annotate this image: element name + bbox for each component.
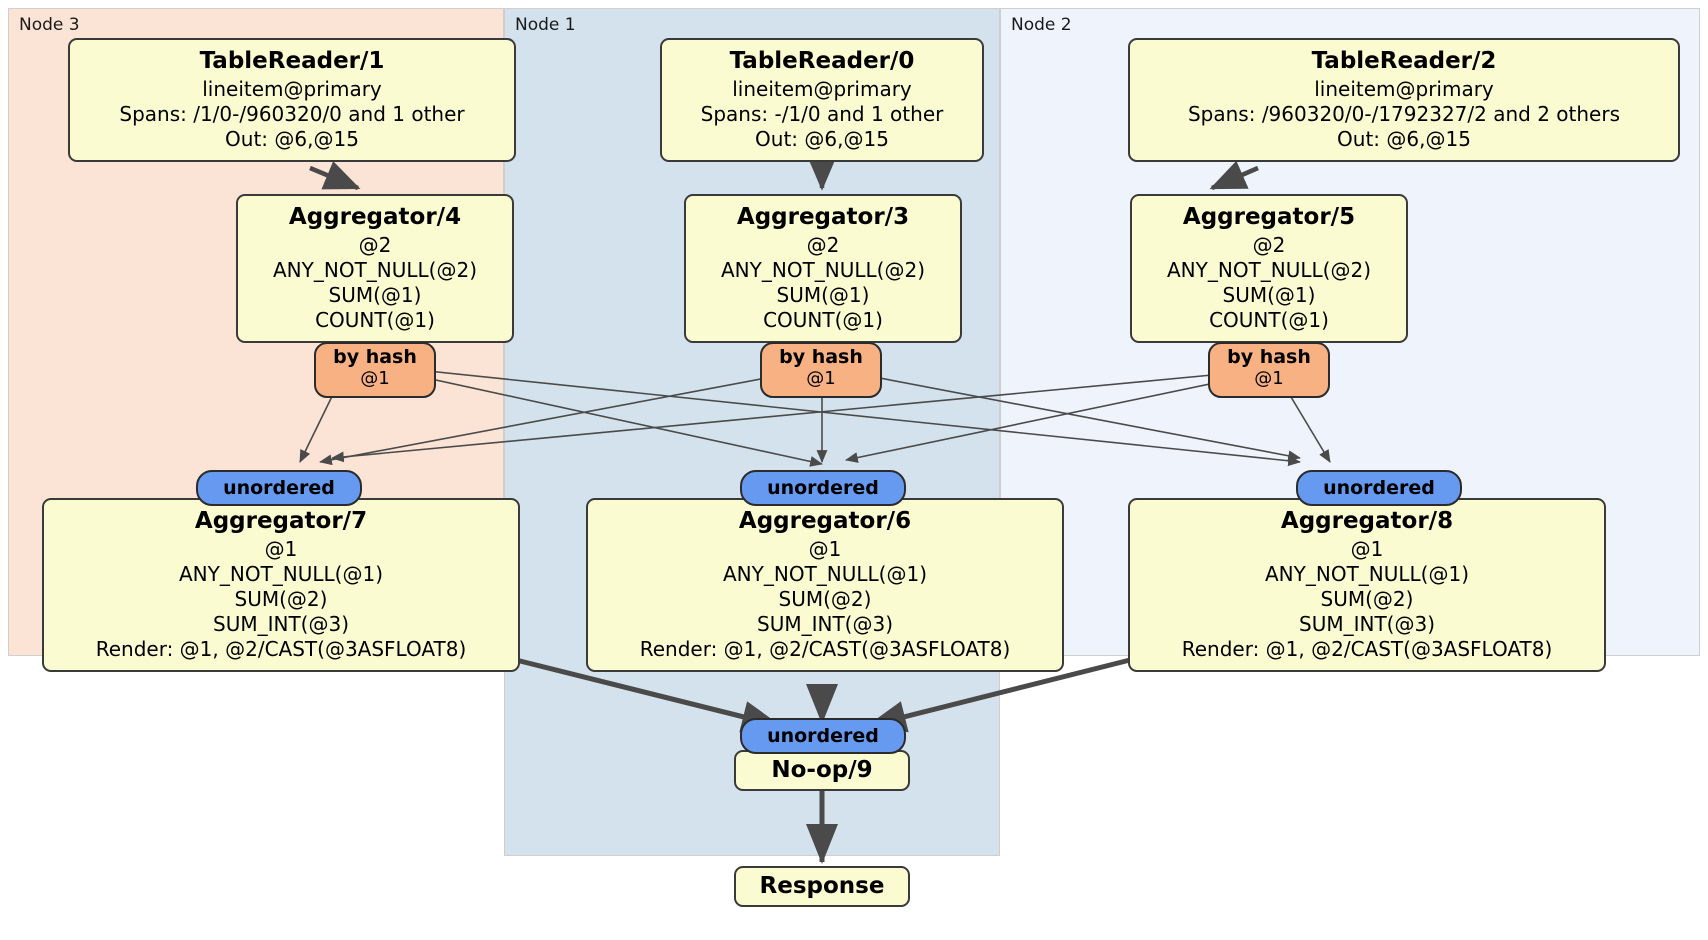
processor-aggregator-5[interactable]: Aggregator/5 @2 ANY_NOT_NULL(@2) SUM(@1)… (1130, 194, 1408, 343)
processor-line: Spans: /960320/0-/1792327/2 and 2 others (1187, 102, 1620, 126)
processor-line: @1 (808, 537, 842, 561)
processor-line: COUNT(@1) (1209, 308, 1329, 332)
processor-aggregator-4[interactable]: Aggregator/4 @2 ANY_NOT_NULL(@2) SUM(@1)… (236, 194, 514, 343)
processor-title: Aggregator/4 (288, 204, 462, 230)
processor-title: Aggregator/5 (1182, 204, 1356, 230)
processor-line: @2 (1252, 233, 1286, 257)
processor-aggregator-7[interactable]: Aggregator/7 @1 ANY_NOT_NULL(@1) SUM(@2)… (42, 498, 520, 672)
processor-line: SUM(@1) (328, 283, 422, 307)
processor-title: Response (759, 873, 885, 899)
node-panel-label-node3: Node 3 (19, 15, 80, 35)
router-badge-column: @1 (360, 368, 390, 389)
processor-line: @2 (358, 233, 392, 257)
processor-line: SUM(@1) (776, 283, 870, 307)
sync-badge-unordered-mid[interactable]: unordered (740, 470, 906, 506)
processor-line: ANY_NOT_NULL(@1) (723, 562, 927, 586)
processor-line: SUM_INT(@3) (213, 612, 349, 636)
router-badge-by-hash-mid[interactable]: by hash @1 (760, 342, 882, 398)
processor-noop-9[interactable]: No-op/9 (734, 750, 910, 791)
processor-title: No-op/9 (771, 757, 873, 783)
router-badge-column: @1 (806, 368, 836, 389)
processor-tablereader-2[interactable]: TableReader/2 lineitem@primary Spans: /9… (1128, 38, 1680, 162)
processor-aggregator-6[interactable]: Aggregator/6 @1 ANY_NOT_NULL(@1) SUM(@2)… (586, 498, 1064, 672)
processor-line: @1 (264, 537, 298, 561)
processor-line: COUNT(@1) (763, 308, 883, 332)
processor-tablereader-1[interactable]: TableReader/1 lineitem@primary Spans: /1… (68, 38, 516, 162)
processor-line: Out: @6,@15 (755, 127, 889, 151)
processor-title: TableReader/0 (729, 48, 915, 74)
processor-aggregator-8[interactable]: Aggregator/8 @1 ANY_NOT_NULL(@1) SUM(@2)… (1128, 498, 1606, 672)
processor-line: lineitem@primary (202, 77, 382, 101)
processor-line: @2 (806, 233, 840, 257)
processor-line: ANY_NOT_NULL(@1) (1265, 562, 1469, 586)
router-badge-column: @1 (1254, 368, 1284, 389)
processor-line: ANY_NOT_NULL(@2) (273, 258, 477, 282)
router-badge-label: by hash (333, 346, 417, 368)
processor-line: Render: @1, @2/CAST(@3ASFLOAT8) (1181, 637, 1553, 661)
processor-title: TableReader/1 (199, 48, 385, 74)
processor-line: ANY_NOT_NULL(@2) (1167, 258, 1371, 282)
router-badge-by-hash-left[interactable]: by hash @1 (314, 342, 436, 398)
node-panel-label-node1: Node 1 (515, 15, 576, 35)
processor-tablereader-0[interactable]: TableReader/0 lineitem@primary Spans: -/… (660, 38, 984, 162)
processor-title: Aggregator/3 (736, 204, 910, 230)
sync-badge-label: unordered (1323, 477, 1435, 499)
processor-line: lineitem@primary (732, 77, 912, 101)
processor-line: Spans: /1/0-/960320/0 and 1 other (119, 102, 465, 126)
router-badge-label: by hash (1227, 346, 1311, 368)
processor-line: Out: @6,@15 (1337, 127, 1471, 151)
processor-line: Out: @6,@15 (225, 127, 359, 151)
processor-line: SUM_INT(@3) (1299, 612, 1435, 636)
processor-line: SUM(@2) (1320, 587, 1414, 611)
processor-response[interactable]: Response (734, 866, 910, 907)
sync-badge-unordered-left[interactable]: unordered (196, 470, 362, 506)
processor-title: Aggregator/6 (738, 508, 912, 534)
processor-line: Spans: -/1/0 and 1 other (700, 102, 944, 126)
processor-line: ANY_NOT_NULL(@2) (721, 258, 925, 282)
processor-line: Render: @1, @2/CAST(@3ASFLOAT8) (95, 637, 467, 661)
router-badge-by-hash-right[interactable]: by hash @1 (1208, 342, 1330, 398)
router-badge-label: by hash (779, 346, 863, 368)
processor-title: Aggregator/8 (1280, 508, 1454, 534)
processor-line: ANY_NOT_NULL(@1) (179, 562, 383, 586)
sync-badge-unordered-final[interactable]: unordered (740, 718, 906, 754)
processor-aggregator-3[interactable]: Aggregator/3 @2 ANY_NOT_NULL(@2) SUM(@1)… (684, 194, 962, 343)
processor-title: TableReader/2 (1311, 48, 1497, 74)
processor-line: @1 (1350, 537, 1384, 561)
processor-line: SUM(@2) (778, 587, 872, 611)
sync-badge-label: unordered (767, 725, 879, 747)
processor-line: lineitem@primary (1314, 77, 1494, 101)
sync-badge-label: unordered (767, 477, 879, 499)
processor-line: Render: @1, @2/CAST(@3ASFLOAT8) (639, 637, 1011, 661)
sync-badge-label: unordered (223, 477, 335, 499)
sync-badge-unordered-right[interactable]: unordered (1296, 470, 1462, 506)
processor-line: SUM(@1) (1222, 283, 1316, 307)
processor-line: COUNT(@1) (315, 308, 435, 332)
processor-line: SUM(@2) (234, 587, 328, 611)
node-panel-label-node2: Node 2 (1011, 15, 1072, 35)
processor-line: SUM_INT(@3) (757, 612, 893, 636)
processor-title: Aggregator/7 (194, 508, 368, 534)
